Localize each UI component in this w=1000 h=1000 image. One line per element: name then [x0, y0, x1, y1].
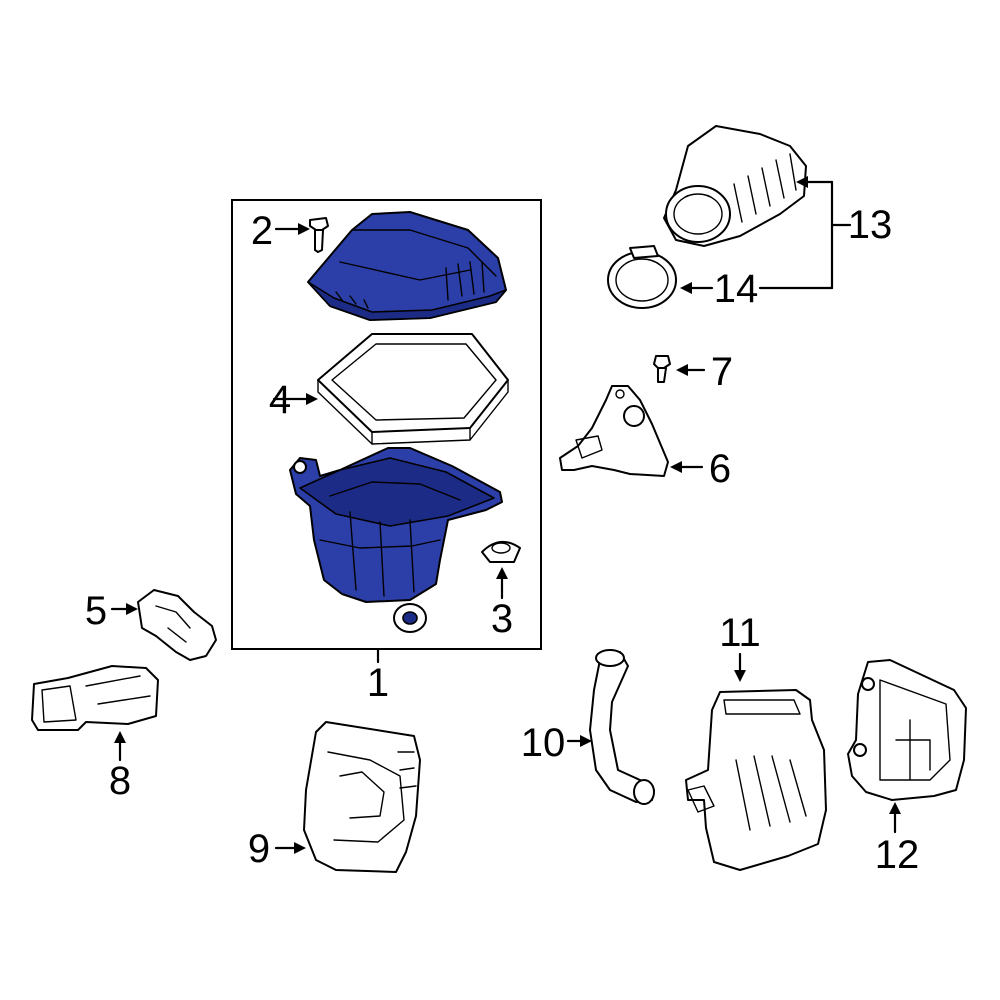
part-11-resonator[interactable]	[685, 689, 827, 871]
assembly-frame	[231, 199, 542, 650]
part-3-grommet[interactable]	[481, 541, 521, 563]
callout-4: 4	[269, 378, 291, 422]
callout-11: 11	[719, 611, 761, 655]
callout-10: 10	[521, 721, 566, 765]
part-14-clamp[interactable]	[607, 245, 677, 309]
part-1-upper-cover[interactable]	[307, 211, 507, 321]
callout-12: 12	[875, 833, 920, 877]
part-1-lower-housing[interactable]	[289, 447, 503, 603]
part-12-cover[interactable]	[847, 659, 967, 801]
part-9-shroud[interactable]	[303, 721, 421, 873]
callout-9: 9	[248, 827, 270, 871]
part-7-bolt[interactable]	[653, 355, 671, 383]
part-13-intake-hose[interactable]	[663, 125, 807, 247]
callout-7: 7	[711, 350, 733, 394]
callout-2: 2	[251, 209, 273, 253]
housing-grommet[interactable]	[393, 603, 427, 633]
callout-3: 3	[491, 597, 513, 641]
part-10-hose[interactable]	[589, 649, 655, 805]
part-2-screw[interactable]	[309, 217, 329, 253]
part-5-bracket[interactable]	[137, 589, 217, 661]
part-6-sensor[interactable]	[559, 385, 669, 477]
callout-5: 5	[85, 589, 107, 633]
part-4-filter[interactable]	[317, 333, 509, 445]
callout-6: 6	[709, 447, 731, 491]
part-8-duct[interactable]	[31, 665, 159, 731]
callout-1: 1	[367, 661, 389, 705]
callout-8: 8	[109, 759, 131, 803]
callout-13: 13	[848, 203, 893, 247]
callout-14: 14	[714, 267, 759, 311]
